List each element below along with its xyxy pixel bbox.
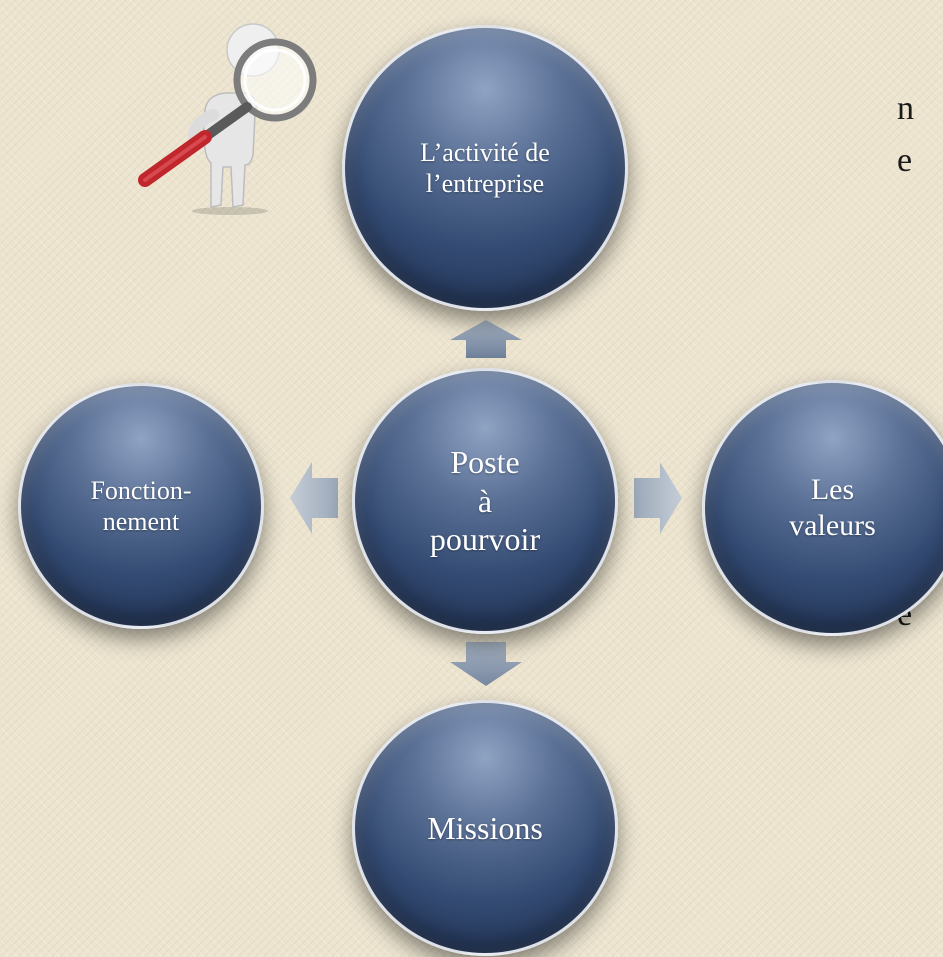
node-missions: Missions — [352, 700, 618, 956]
node-fonctionnement-line-2: nement — [102, 507, 180, 536]
node-poste-line-1: Poste — [450, 444, 520, 481]
node-fonctionnement-line-1: Fonction- — [90, 475, 192, 505]
arrow-up-icon — [450, 320, 522, 358]
node-fonctionnement: Fonction- nement — [18, 383, 264, 629]
node-poste-line-2: à — [477, 482, 493, 519]
clipped-text-1: n — [897, 90, 914, 127]
node-valeurs-line-1: Les — [810, 473, 855, 506]
node-poste-a-pourvoir: Poste à pourvoir — [352, 368, 618, 634]
node-activite: L’activité de l’entreprise — [342, 25, 628, 311]
arrow-left-icon — [290, 462, 338, 534]
node-activite-line-1: L’activité de — [420, 137, 550, 167]
node-valeurs: Les valeurs — [702, 380, 943, 636]
node-activite-line-2: l’entreprise — [425, 169, 545, 198]
arrow-down-icon — [450, 642, 522, 686]
clipped-text-2: e — [897, 142, 913, 179]
node-missions-line-1: Missions — [427, 809, 543, 846]
node-poste-line-3: pourvoir — [429, 521, 541, 558]
arrow-right-icon — [634, 462, 682, 534]
magnifier-figure-icon — [138, 23, 317, 215]
node-valeurs-line-2: valeurs — [789, 509, 876, 542]
